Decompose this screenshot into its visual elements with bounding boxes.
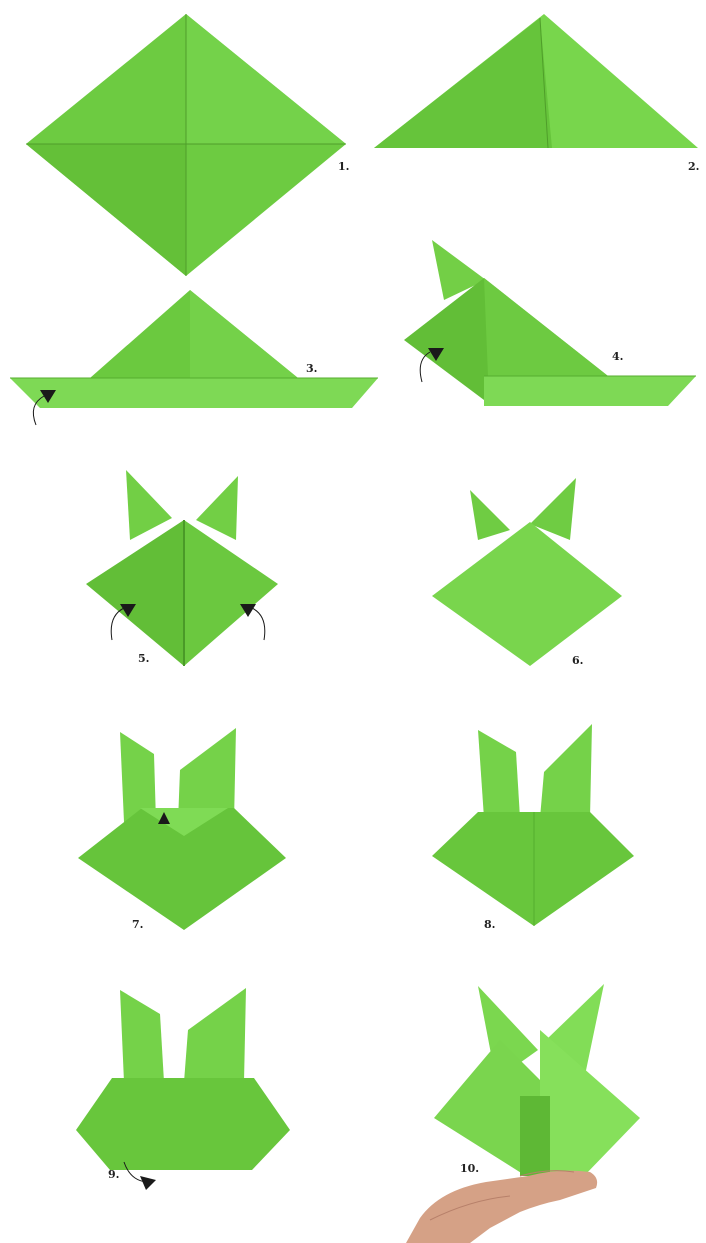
step-6-diagram: 6. [432, 478, 622, 667]
step-10-diagram: 10. [406, 984, 640, 1243]
step-1-label: 1. [338, 160, 349, 173]
step-3-label: 3. [306, 362, 317, 375]
step-7-arrow-icon [158, 812, 170, 824]
step-2-diagram: 2. [374, 14, 699, 173]
step-4-diagram: 4. [404, 240, 696, 406]
step-9-arrow-icon [140, 1176, 156, 1190]
step-6-label: 6. [572, 654, 583, 667]
step-4-label: 4. [612, 350, 623, 363]
step-9-diagram: 9. [76, 988, 290, 1190]
step-9-label: 9. [108, 1168, 119, 1181]
step-8-label: 8. [484, 918, 495, 931]
step-5-diagram: 5. [86, 470, 278, 666]
step-8-diagram: 8. [432, 724, 634, 931]
step-2-label: 2. [688, 160, 699, 173]
hand-icon [406, 1170, 598, 1243]
step-5-label: 5. [138, 652, 149, 665]
step-5-right-arrow-icon [240, 604, 256, 617]
step-5-left-arrow-icon [120, 604, 136, 617]
step-10-label: 10. [460, 1162, 479, 1175]
step-4-arrow-icon [428, 348, 444, 361]
step-7-diagram: 7. [78, 728, 286, 931]
step-7-label: 7. [132, 918, 143, 931]
step-3-arrow-icon [40, 390, 56, 403]
step-3-diagram: 3. [10, 290, 378, 426]
step-1-diagram: 1. [26, 14, 349, 276]
